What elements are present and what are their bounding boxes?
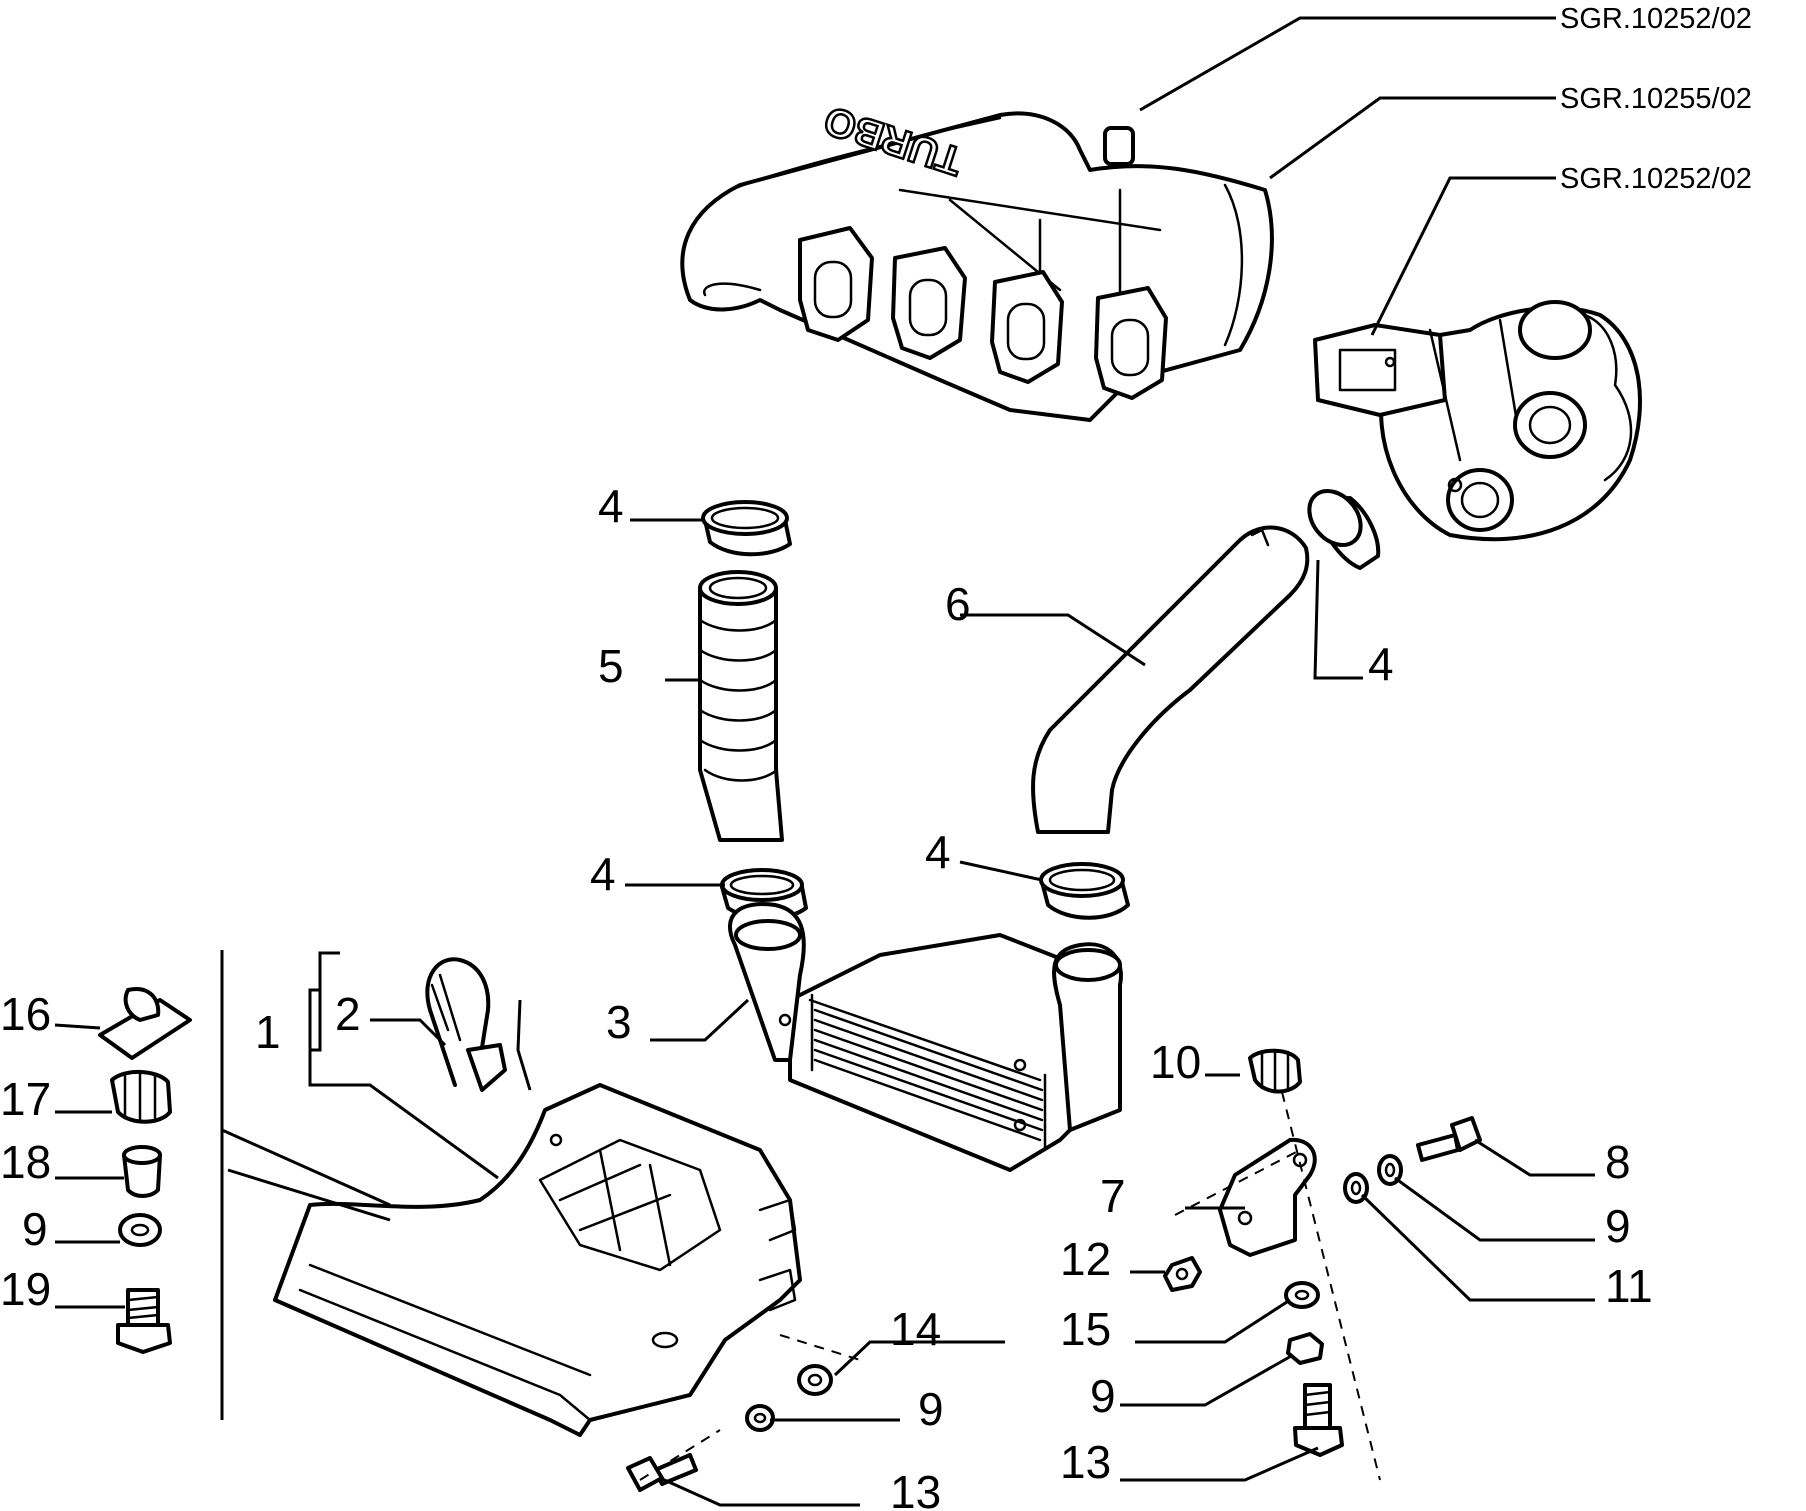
spring-clip-16 (98, 987, 192, 1060)
callout-4-lower-left: 4 (590, 848, 616, 900)
air-duct-shroud (273, 1083, 802, 1437)
leader-lines (54, 16, 1595, 1507)
callout-4-right: 4 (1368, 638, 1394, 690)
callout-15: 15 (1060, 1303, 1111, 1355)
callout-13-right: 13 (1060, 1436, 1111, 1488)
bolt-19 (116, 1288, 172, 1354)
hose-clamp-lower-right (1039, 862, 1130, 920)
ref-code-bottom: SGR.10252/02 (1560, 163, 1752, 195)
callout-16: 16 (0, 988, 51, 1040)
callout-10: 10 (1150, 1036, 1201, 1088)
bolt-8 (1416, 1116, 1482, 1162)
callout-6: 6 (945, 578, 971, 630)
hose-clamp-upper-left (701, 500, 792, 557)
washer-14 (797, 1364, 833, 1396)
nut-9-bottom (745, 1404, 775, 1432)
callout-2: 2 (335, 988, 361, 1040)
corrugated-hose (698, 570, 784, 842)
nut-12 (1163, 1256, 1202, 1292)
callout-4-top-left: 4 (598, 480, 624, 532)
assembly-axis-bolt-8 (1174, 1149, 1301, 1216)
callout-9-left: 9 (22, 1203, 48, 1255)
callout-9-lower-right: 9 (1090, 1370, 1116, 1422)
callout-13-bottom: 13 (890, 1466, 941, 1511)
hose-clamp-upper-right (1307, 489, 1381, 570)
ref-code-middle: SGR.10255/02 (1560, 83, 1752, 115)
grommet-17 (110, 1069, 172, 1124)
callout-17: 17 (0, 1073, 51, 1125)
callout-11: 11 (1605, 1260, 1653, 1312)
assembly-axis-bolt-13 (639, 1429, 721, 1481)
washer-15 (1284, 1281, 1320, 1309)
callout-9-right: 9 (1605, 1200, 1631, 1252)
assembly-axis-washer-14 (779, 1334, 861, 1361)
bent-intercooler-hose (1031, 525, 1310, 834)
rubber-grommet-10 (1248, 1048, 1302, 1094)
turbocharger (1313, 300, 1642, 542)
callout-18: 18 (0, 1136, 51, 1188)
washer-9-left (118, 1213, 162, 1247)
callout-8: 8 (1605, 1136, 1631, 1188)
callout-9-bottom: 9 (918, 1383, 944, 1435)
spacer-18 (122, 1145, 162, 1198)
nut-9-lower (1286, 1332, 1324, 1365)
bolt-13-right (1293, 1383, 1344, 1457)
ref-code-top: SGR.10252/02 (1560, 3, 1752, 35)
washer-9-right (1377, 1154, 1403, 1186)
fixing-strap (425, 957, 507, 1092)
assembly-axis-bracket (1281, 1091, 1381, 1481)
callout-3: 3 (606, 996, 632, 1048)
callout-4-lower-right: 4 (925, 826, 951, 878)
mounting-bracket (1218, 1137, 1317, 1257)
washer-11 (1343, 1172, 1369, 1204)
exhaust-manifold: TURBO (680, 96, 1274, 422)
intercooler (728, 902, 1123, 1172)
callout-7: 7 (1100, 1170, 1126, 1222)
callout-14: 14 (890, 1303, 941, 1355)
callout-1: 1 (255, 1006, 281, 1058)
callout-5: 5 (598, 640, 624, 692)
bolt-13-bottom (626, 1453, 698, 1492)
callout-19: 19 (0, 1263, 51, 1315)
callout-12: 12 (1060, 1233, 1111, 1285)
